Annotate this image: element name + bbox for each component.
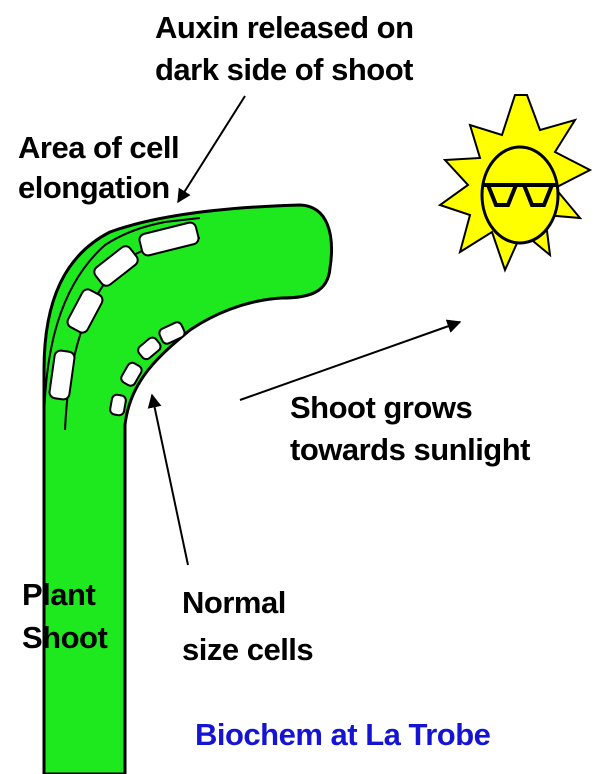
plant-label-line1: Plant: [22, 577, 95, 612]
elongation-label-line1: Area of cell: [18, 130, 179, 165]
auxin-arrow: [178, 96, 245, 202]
auxin-label-line1: Auxin released on: [155, 10, 414, 45]
plant-label-line2: Shoot: [22, 620, 107, 655]
normal-label-line2: size cells: [182, 632, 313, 667]
normal-cells-pointer: [152, 395, 188, 565]
credit-label: Biochem at La Trobe: [195, 717, 491, 752]
sun-with-sunglasses-icon: [440, 95, 590, 270]
grows-label-line1: Shoot grows: [290, 390, 472, 425]
grows-label-line2: towards sunlight: [290, 432, 530, 467]
sunlight-arrow: [240, 322, 460, 400]
normal-label-line1: Normal: [182, 585, 286, 620]
normal-cell: [109, 394, 126, 416]
elongation-label-line2: elongation: [18, 170, 170, 205]
auxin-label-line2: dark side of shoot: [155, 52, 413, 87]
